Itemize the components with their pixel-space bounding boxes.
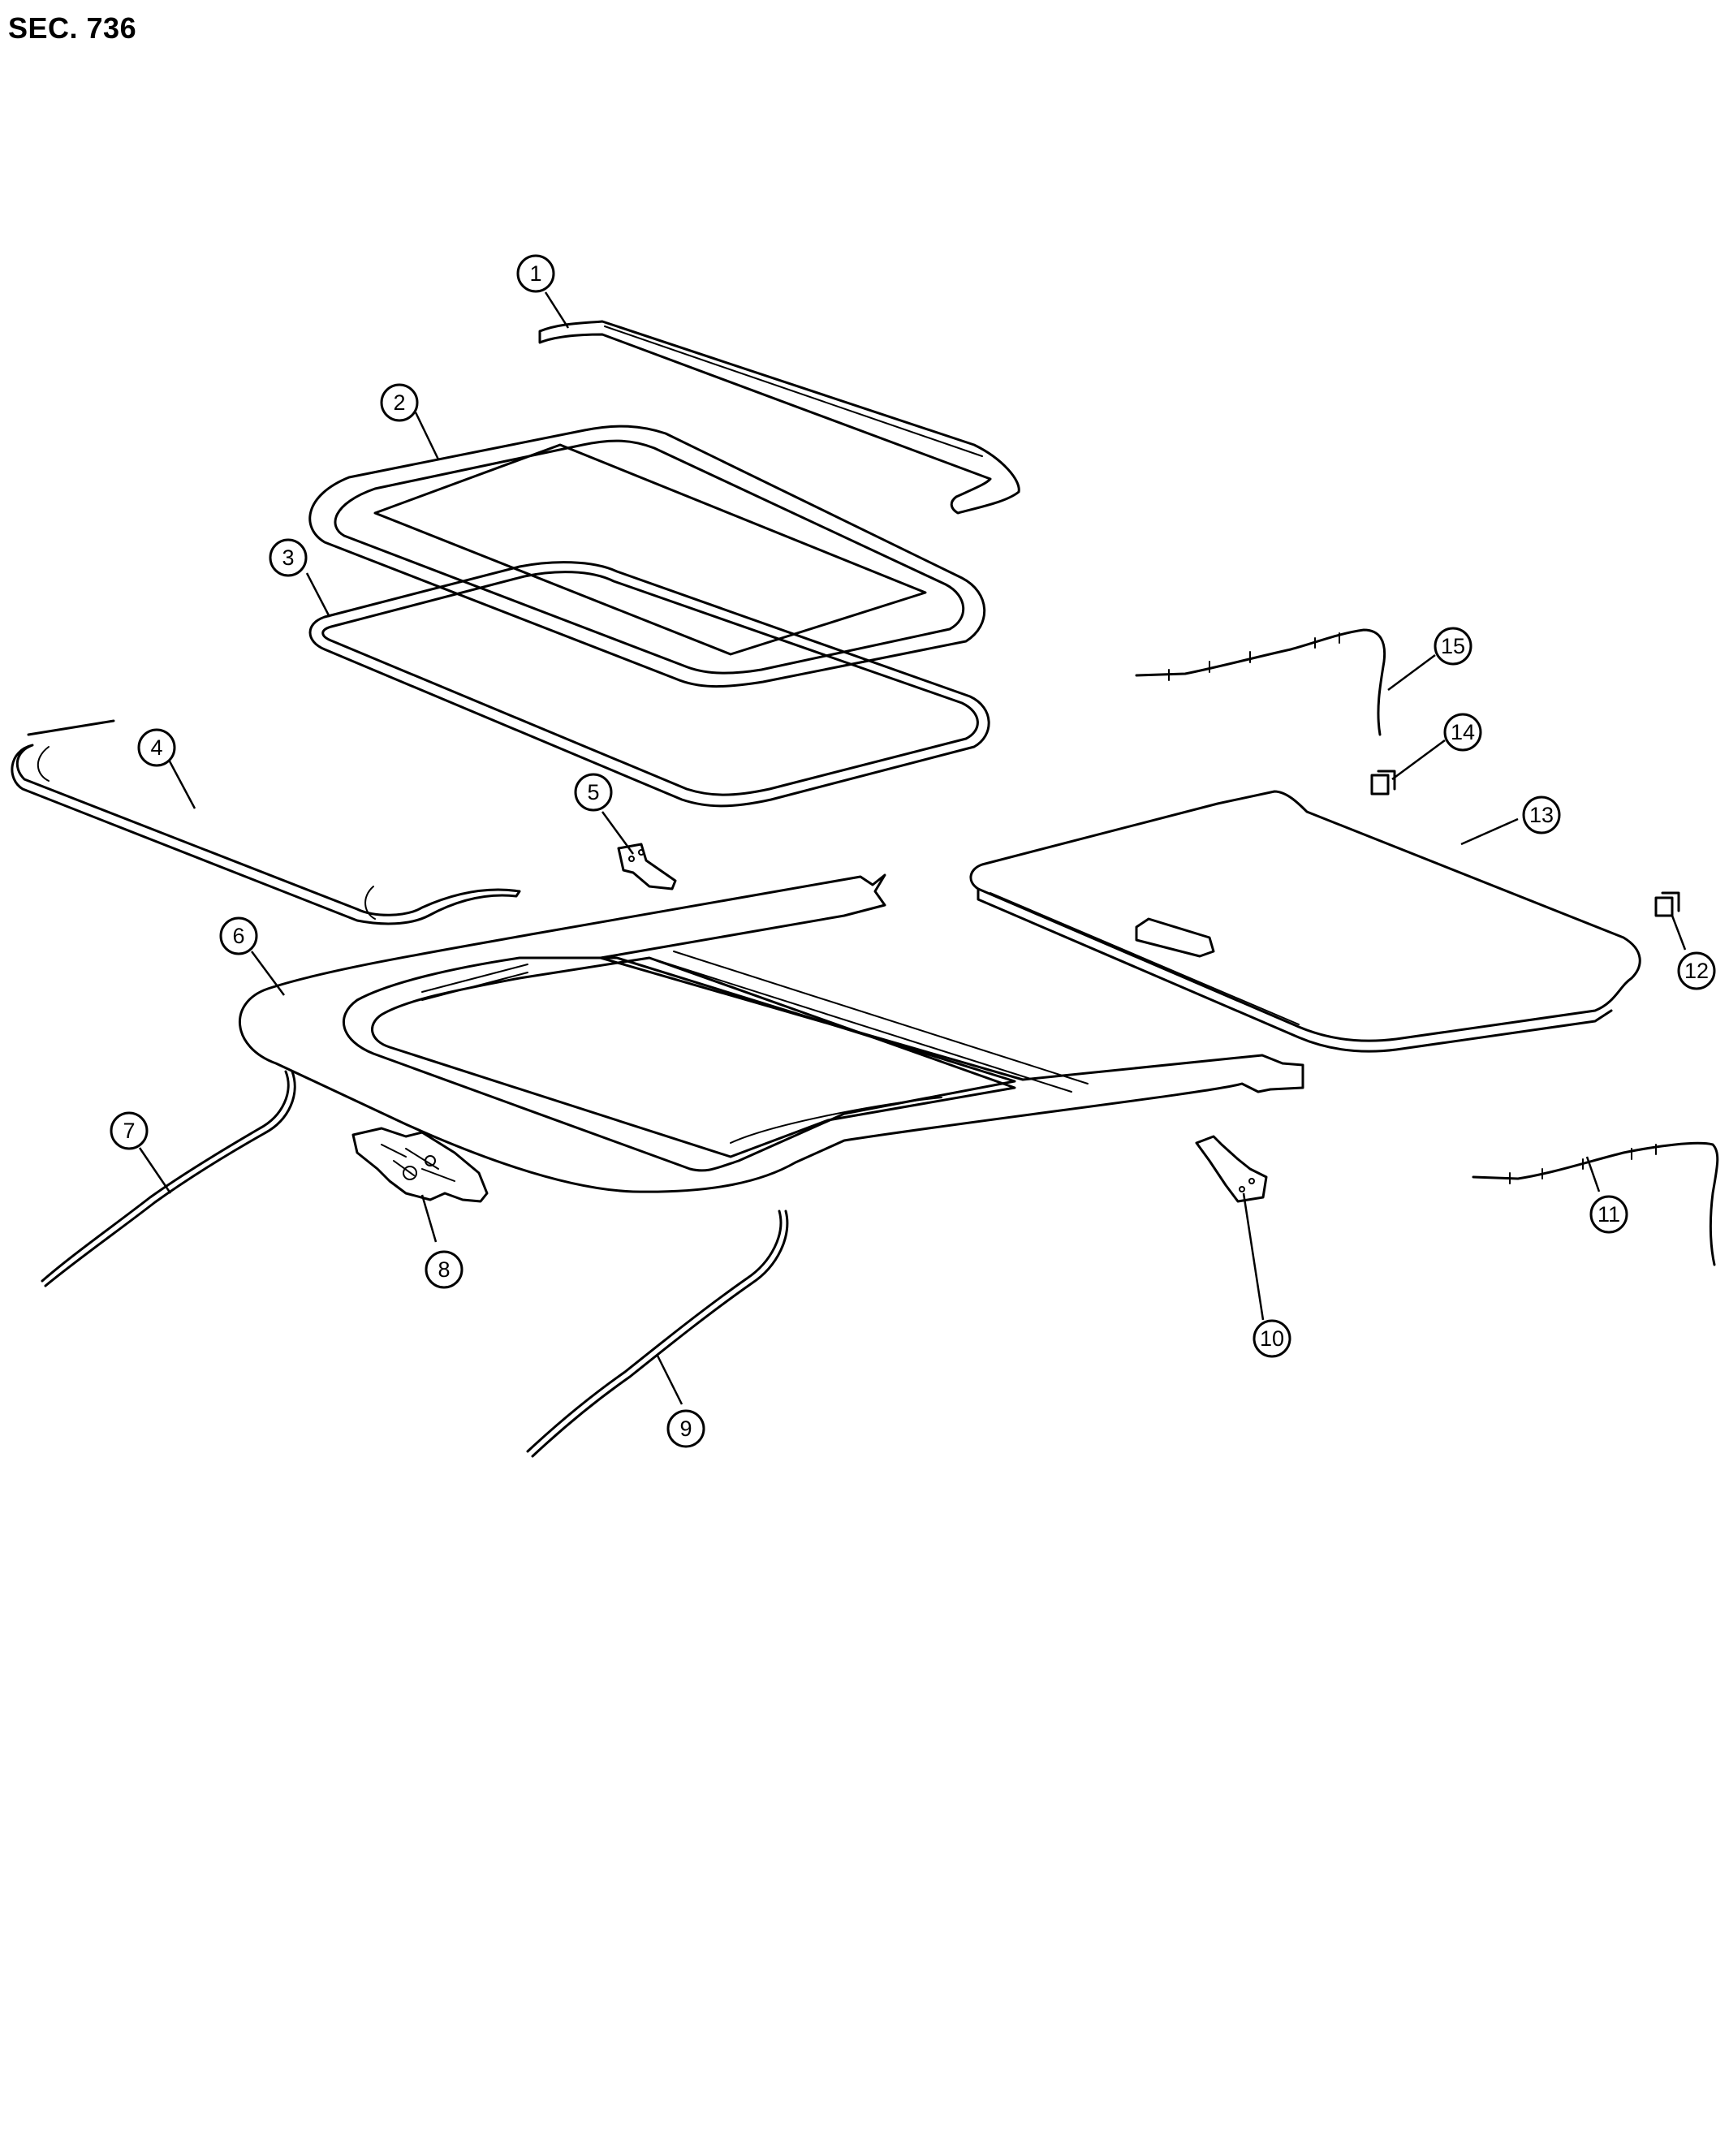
svg-text:7: 7 xyxy=(123,1119,135,1143)
callout-10: 10 xyxy=(1253,1319,1291,1358)
svg-text:8: 8 xyxy=(438,1257,450,1282)
callout-15: 15 xyxy=(1434,627,1472,666)
svg-text:9: 9 xyxy=(679,1416,692,1441)
part-5-bracket xyxy=(617,843,677,890)
callout-12: 12 xyxy=(1677,951,1716,990)
part-15-cable xyxy=(1135,628,1386,736)
svg-text:14: 14 xyxy=(1451,720,1475,744)
callout-7: 7 xyxy=(110,1111,149,1150)
svg-text:6: 6 xyxy=(232,924,244,948)
svg-text:1: 1 xyxy=(529,261,541,286)
callout-5: 5 xyxy=(574,773,613,812)
svg-text:12: 12 xyxy=(1684,959,1709,983)
part-7-drain-hose xyxy=(41,1070,296,1287)
callout-14: 14 xyxy=(1443,713,1482,752)
part-10-bracket xyxy=(1195,1135,1268,1203)
callout-4: 4 xyxy=(137,728,176,767)
callout-6: 6 xyxy=(219,916,258,955)
callout-1: 1 xyxy=(516,254,555,293)
callout-13: 13 xyxy=(1522,796,1561,834)
svg-text:10: 10 xyxy=(1260,1326,1284,1351)
svg-text:5: 5 xyxy=(587,780,599,804)
callout-2: 2 xyxy=(380,383,419,422)
svg-text:3: 3 xyxy=(282,545,294,570)
part-4-wind-deflector xyxy=(11,719,521,925)
part-6-sunroof-frame xyxy=(238,873,1304,1193)
leader-lines xyxy=(138,291,1687,1405)
part-1-deflector xyxy=(538,320,1020,515)
callout-3: 3 xyxy=(269,538,308,577)
svg-text:11: 11 xyxy=(1597,1202,1620,1227)
svg-text:2: 2 xyxy=(393,390,405,415)
callout-9: 9 xyxy=(666,1409,705,1448)
part-12-clip xyxy=(1654,891,1680,917)
part-11-cable xyxy=(1472,1141,1719,1266)
svg-text:15: 15 xyxy=(1441,634,1465,658)
part-14-clip xyxy=(1370,770,1396,796)
part-8-motor xyxy=(351,1127,489,1203)
part-9-drain-hose xyxy=(526,1210,789,1458)
part-2-glass-frame xyxy=(308,425,986,688)
callout-11: 11 xyxy=(1589,1195,1628,1234)
part-13-sunshade xyxy=(969,790,1641,1053)
section-title: SEC. 736 xyxy=(8,11,137,45)
callout-8: 8 xyxy=(425,1250,464,1289)
svg-text:4: 4 xyxy=(150,735,162,760)
part-3-seal xyxy=(308,561,990,808)
svg-text:13: 13 xyxy=(1529,803,1554,827)
